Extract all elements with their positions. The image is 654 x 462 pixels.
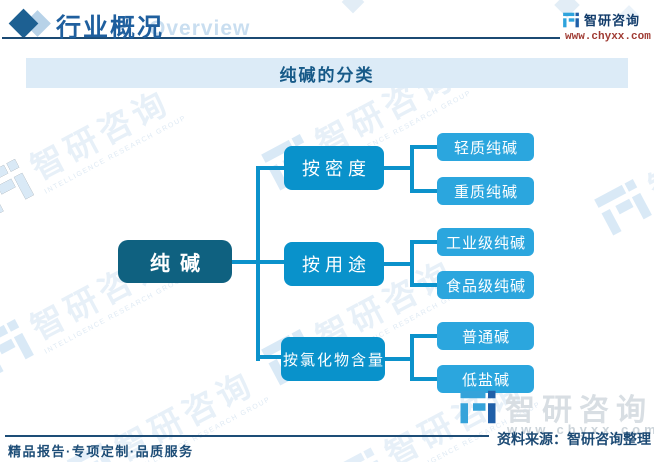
decorative-diamond bbox=[341, 0, 365, 14]
background-watermark: 智研咨询 INTELLIGENCE RESEARCH GROUP bbox=[0, 72, 188, 223]
connector-line bbox=[410, 240, 437, 244]
brand-name: 智研咨询 bbox=[584, 13, 641, 28]
zhiyan-logo-icon bbox=[460, 390, 496, 424]
connector-line bbox=[384, 357, 414, 361]
figure-title: 纯碱的分类 bbox=[279, 65, 375, 85]
footer-tagline: 精品报告·专项定制·品质服务 bbox=[8, 444, 194, 459]
zhiyan-logo-icon bbox=[563, 12, 579, 27]
watermark-brand-text: 智研咨询 bbox=[24, 82, 177, 187]
connector-line bbox=[256, 166, 284, 170]
tree-branch-node: 按密度 bbox=[284, 146, 384, 190]
background-watermark: 智研咨询 INTELLIGENCE RESEARCH GROUP bbox=[588, 92, 654, 243]
connector-line bbox=[410, 334, 414, 381]
zhiyan-logo-icon bbox=[0, 158, 34, 216]
watermark-brand-text: 智研咨询 bbox=[642, 102, 654, 207]
watermark-caption: INTELLIGENCE RESEARCH GROUP bbox=[43, 114, 188, 196]
tree-branch-node: 按氯化物含量 bbox=[281, 337, 385, 381]
source-note: 资料来源：智研咨询整理 bbox=[497, 431, 651, 447]
brand-url: www.chyxx.com bbox=[565, 31, 651, 43]
tree-leaf-node: 工业级纯碱 bbox=[437, 228, 534, 256]
connector-line bbox=[410, 189, 437, 193]
tree-leaf-node: 食品级纯碱 bbox=[437, 271, 534, 299]
tree-leaf-node: 重质纯碱 bbox=[437, 177, 534, 205]
connector-line bbox=[410, 145, 414, 193]
zhiyan-logo-icon bbox=[0, 318, 34, 376]
brand-lockup: 智研咨询 bbox=[562, 10, 640, 29]
connector-line bbox=[256, 166, 260, 361]
watermark-caption: INTELLIGENCE RESEARCH GROUP bbox=[43, 274, 188, 356]
zhiyan-logo-icon bbox=[593, 178, 652, 236]
connector-line bbox=[410, 240, 414, 287]
tree-leaf-node: 普通碱 bbox=[437, 322, 534, 350]
connector-line bbox=[410, 377, 437, 381]
tree-leaf-node: 低盐碱 bbox=[437, 365, 534, 393]
tree-root-node: 纯碱 bbox=[118, 240, 232, 283]
connector-line bbox=[410, 334, 437, 338]
connector-line bbox=[384, 166, 414, 170]
tree-branch-node: 按用途 bbox=[284, 242, 384, 286]
connector-line bbox=[384, 262, 414, 266]
tree-leaf-node: 轻质纯碱 bbox=[437, 133, 534, 161]
footer-rule bbox=[5, 435, 489, 437]
section-title-watermark: Overview bbox=[149, 17, 251, 40]
header-rule bbox=[2, 37, 560, 39]
zhiyan-logo-icon bbox=[336, 447, 388, 462]
connector-line bbox=[256, 355, 284, 359]
figure-title-bar: 纯碱的分类 bbox=[26, 58, 628, 88]
connector-line bbox=[410, 283, 437, 287]
section-title: 行业概况 bbox=[56, 15, 165, 42]
connector-line bbox=[410, 145, 437, 149]
